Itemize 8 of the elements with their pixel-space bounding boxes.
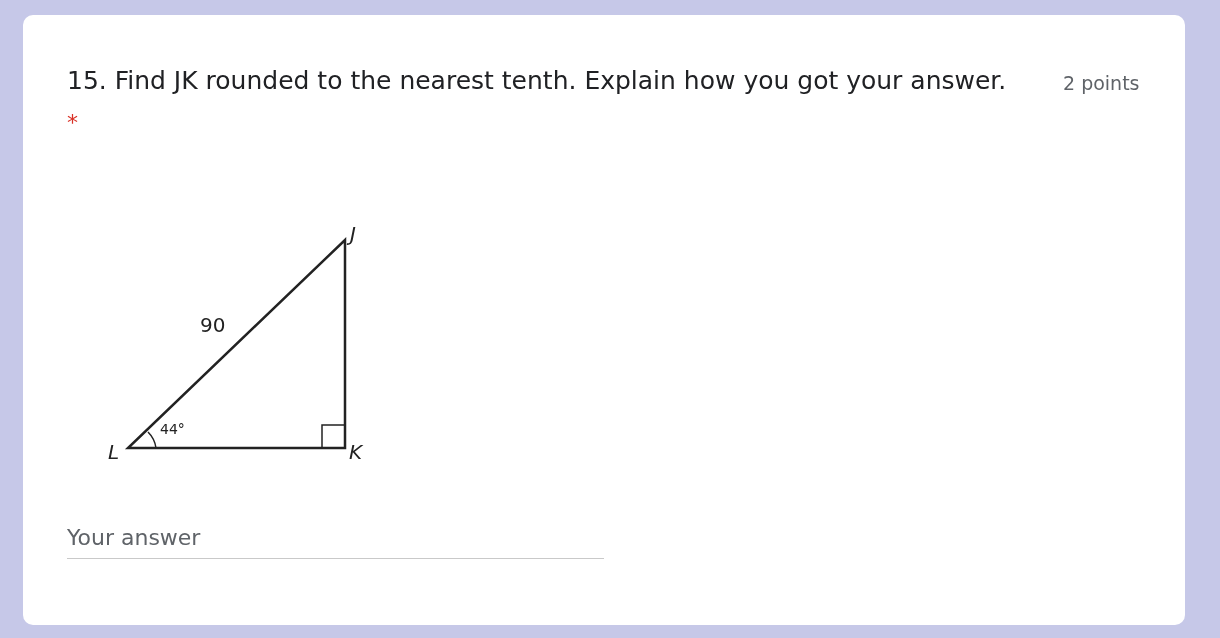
side-length-label: 90: [200, 313, 226, 337]
points-text: 2 points: [1063, 72, 1140, 94]
angle-label: 44°: [160, 421, 185, 437]
required-asterisk: *: [67, 110, 78, 135]
answer-field: Your answer: [67, 525, 604, 559]
vertex-label: K: [349, 440, 363, 464]
vertex-label: L: [108, 440, 120, 464]
question-text: 15. Find JK rounded to the nearest tenth. Explain how you got your answer.: [67, 66, 1007, 95]
